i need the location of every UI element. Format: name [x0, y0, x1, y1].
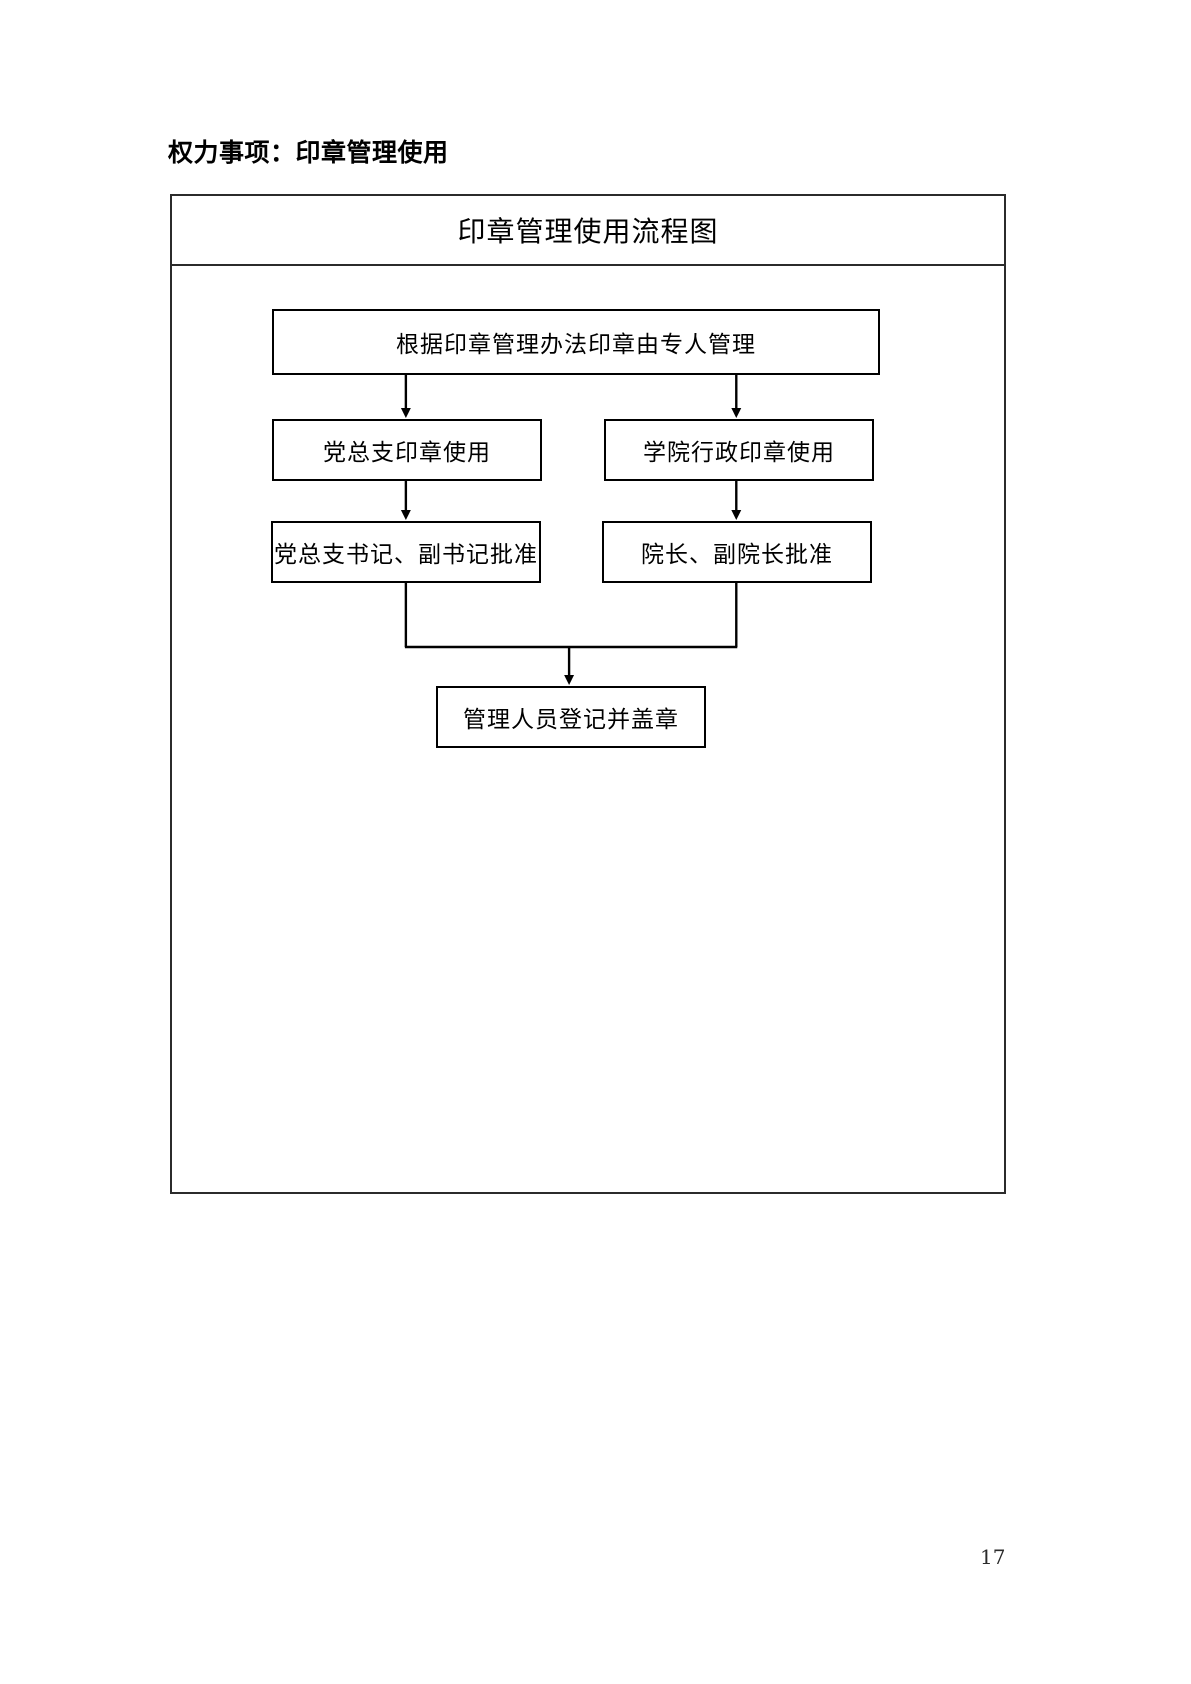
node-admin-use: 学院行政印章使用 — [604, 419, 874, 481]
node-party-approval: 党总支书记、副书记批准 — [271, 521, 541, 583]
page-heading: 权力事项：印章管理使用 — [168, 138, 449, 167]
node-register-and-stamp: 管理人员登记并盖章 — [436, 686, 706, 748]
node-root: 根据印章管理办法印章由专人管理 — [272, 309, 880, 375]
page-number: 17 — [980, 1545, 1006, 1569]
flowchart-frame: 印章管理使用流程图 — [170, 194, 1006, 1194]
flowchart-canvas: 根据印章管理办法印章由专人管理 党总支印章使用 学院行政印章使用 党总支书记、副… — [172, 266, 1004, 1196]
flowchart-title-bar: 印章管理使用流程图 — [172, 196, 1004, 266]
flowchart-connectors — [400, 375, 742, 685]
flowchart-title: 印章管理使用流程图 — [457, 215, 719, 248]
node-party-use: 党总支印章使用 — [272, 419, 542, 481]
node-admin-approval: 院长、副院长批准 — [602, 521, 872, 583]
